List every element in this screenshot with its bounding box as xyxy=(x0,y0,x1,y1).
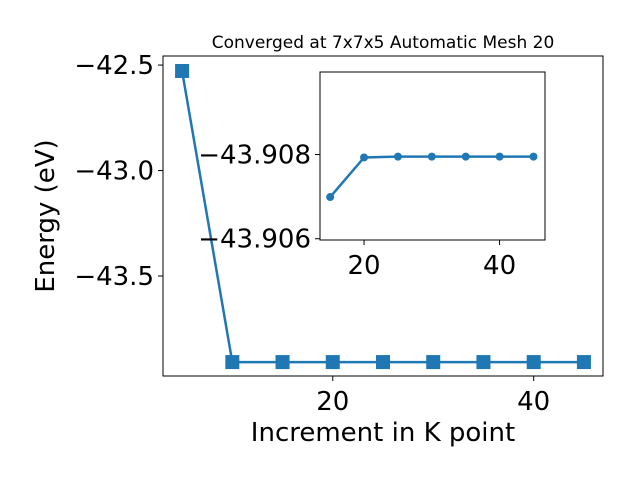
data-point-marker xyxy=(325,355,340,370)
data-point-marker xyxy=(225,355,240,370)
y-axis-label: Energy (eV) xyxy=(31,139,61,292)
y-tick-label: −42.5 xyxy=(74,51,154,81)
data-point-marker xyxy=(175,63,190,78)
data-point-marker xyxy=(576,355,591,370)
inset-ticks: 20 40 −43.908 −43.906 xyxy=(198,141,516,281)
x-tick-label: 20 xyxy=(316,387,349,417)
y-tick-label: −43.0 xyxy=(74,157,154,187)
data-point-marker xyxy=(426,355,441,370)
data-point-marker xyxy=(529,152,538,161)
data-point-marker xyxy=(495,152,504,161)
data-point-marker xyxy=(326,193,335,202)
x-tick-label: 40 xyxy=(517,387,550,417)
data-point-marker xyxy=(476,355,491,370)
main-axes-frame xyxy=(162,55,604,377)
inset-axes-frame xyxy=(319,71,546,241)
inset-plot xyxy=(326,152,538,202)
chart-title: Converged at 7x7x5 Automatic Mesh 20 xyxy=(212,33,555,53)
data-point-marker xyxy=(427,152,436,161)
x-tick-label: 20 xyxy=(348,251,381,281)
data-point-marker xyxy=(526,355,541,370)
data-point-marker xyxy=(275,355,290,370)
y-tick-label: −43.908 xyxy=(198,141,311,171)
main-plot xyxy=(175,63,591,370)
y-tick-label: −43.906 xyxy=(198,225,311,255)
x-axis-label: Increment in K point xyxy=(251,418,515,448)
data-point-marker xyxy=(360,153,369,162)
y-tick-label: −43.5 xyxy=(74,262,154,292)
main-ticks: 20 40 −42.5 −43.0 −43.5 xyxy=(74,51,550,417)
data-point-marker xyxy=(393,152,402,161)
data-point-marker xyxy=(376,355,390,370)
data-point-marker xyxy=(461,152,470,161)
x-tick-label: 40 xyxy=(483,251,516,281)
